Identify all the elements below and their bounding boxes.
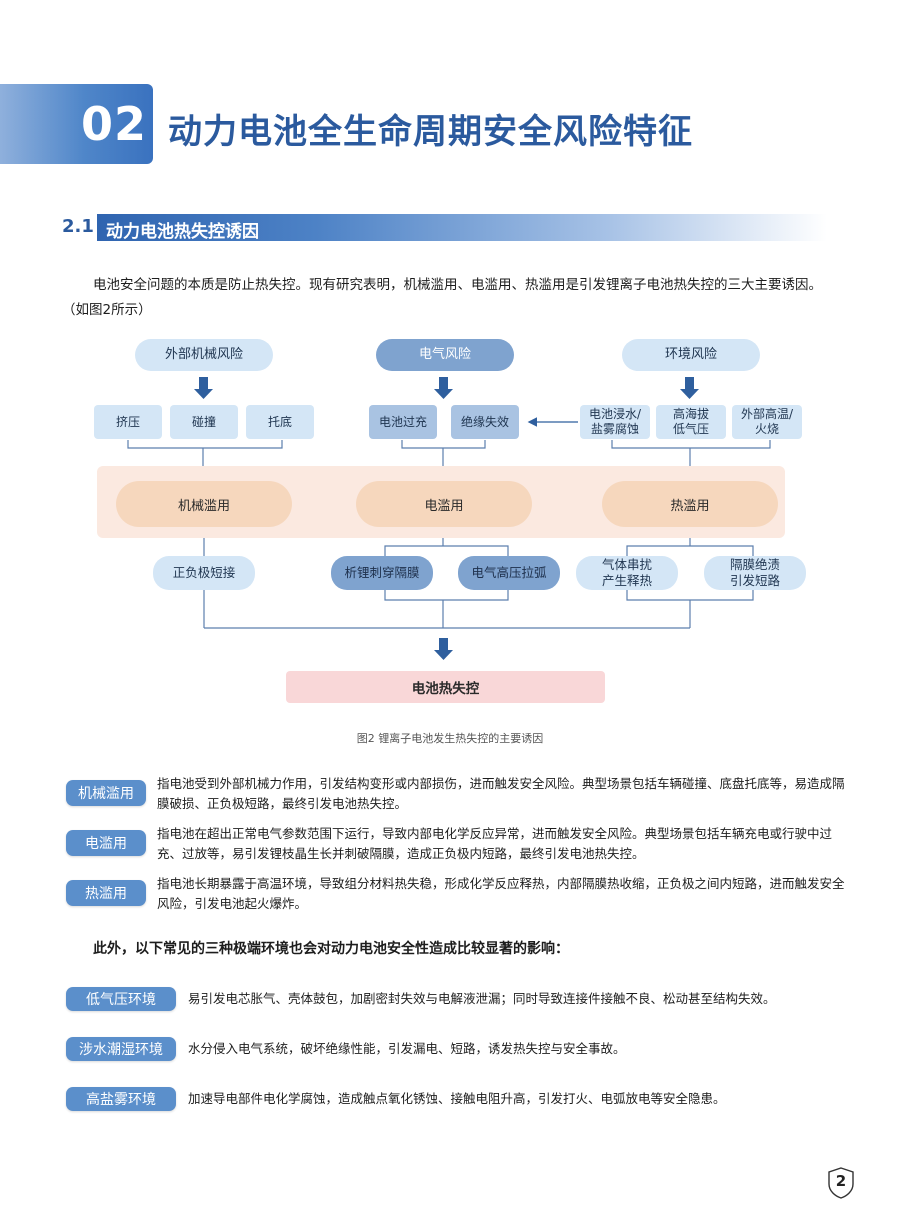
risk-electrical: 电气风险 <box>376 339 514 371</box>
section-number: 2.1 <box>62 216 94 237</box>
page-number: 2 <box>835 1172 847 1190</box>
tag-mechanical-abuse: 机械滥用 <box>66 780 146 806</box>
mode-lithium-plating: 析锂刺穿隔膜 <box>331 556 433 590</box>
down-arrow-icon <box>194 377 213 399</box>
env-intro: 此外，以下常见的三种极端环境也会对动力电池安全性造成比较显著的影响： <box>93 941 569 957</box>
risk-environmental: 环境风险 <box>622 339 760 371</box>
def-thermal-abuse: 指电池长期暴露于高温环境，导致组分材料热失稳，形成化学反应释热，内部隔膜热收缩，… <box>157 876 845 911</box>
abuse-electrical: 电滥用 <box>356 481 532 527</box>
cause-water-salt: 电池浸水/ 盐雾腐蚀 <box>580 405 650 439</box>
down-arrow-icon <box>680 377 699 399</box>
mode-hv-arc: 电气高压拉弧 <box>458 556 560 590</box>
tag-thermal-abuse: 热滥用 <box>66 880 146 906</box>
def-wet-environment: 水分侵入电气系统，破坏绝缘性能，引发漏电、短路，诱发热失控与安全事故。 <box>188 1041 626 1056</box>
mode-separator-short: 隔膜绝渍 引发短路 <box>704 556 806 590</box>
risk-mechanical: 外部机械风险 <box>135 339 273 371</box>
def-salt-fog: 加速导电部件电化学腐蚀，造成触点氧化锈蚀、接触电阻升高，引发打火、电弧放电等安全… <box>188 1091 726 1106</box>
intro-line-2: （如图2所示） <box>62 302 152 318</box>
result-thermal-runaway: 电池热失控 <box>286 671 605 703</box>
tag-low-pressure: 低气压环境 <box>66 987 176 1011</box>
def-mechanical-abuse: 指电池受到外部机械力作用，引发结构变形或内部损伤，进而触发安全风险。典型场景包括… <box>157 776 845 811</box>
cause-overcharge: 电池过充 <box>369 405 437 439</box>
tag-electrical-abuse: 电滥用 <box>66 830 146 856</box>
abuse-mechanical: 机械滥用 <box>116 481 292 527</box>
cause-squeeze: 挤压 <box>94 405 162 439</box>
section-title: 动力电池热失控诱因 <box>106 222 259 242</box>
figure-caption: 图2 锂离子电池发生热失控的主要诱因 <box>356 732 544 745</box>
page-number-shield-icon <box>828 1167 854 1199</box>
tag-wet-environment: 涉水潮湿环境 <box>66 1037 176 1061</box>
diagram-connectors <box>127 377 771 660</box>
section-bar <box>97 214 827 241</box>
cause-bottoming: 托底 <box>246 405 314 439</box>
def-low-pressure: 易引发电芯胀气、壳体鼓包，加剧密封失效与电解液泄漏；同时导致连接件接触不良、松动… <box>188 991 776 1006</box>
chapter-title: 动力电池全生命周期安全风险特征 <box>168 112 693 152</box>
cause-high-altitude: 高海拔 低气压 <box>656 405 726 439</box>
cause-collision: 碰撞 <box>170 405 238 439</box>
mode-gas-crosstalk: 气体串扰 产生释热 <box>576 556 678 590</box>
tag-salt-fog: 高盐雾环境 <box>66 1087 176 1111</box>
intro-line-1: 电池安全问题的本质是防止热失控。现有研究表明，机械滥用、电滥用、热滥用是引发锂离… <box>93 277 822 293</box>
down-arrow-icon <box>434 377 453 399</box>
cause-insulation-failure: 绝缘失效 <box>451 405 519 439</box>
abuse-thermal: 热滥用 <box>602 481 778 527</box>
chapter-banner <box>0 84 153 164</box>
cause-high-temp-fire: 外部高温/ 火烧 <box>732 405 802 439</box>
down-arrow-icon <box>434 638 453 660</box>
mode-short-circuit: 正负极短接 <box>153 556 255 590</box>
def-electrical-abuse: 指电池在超出正常电气参数范围下运行，导致内部电化学反应异常，进而触发安全风险。典… <box>157 826 833 861</box>
chapter-number: 02 <box>80 97 147 151</box>
